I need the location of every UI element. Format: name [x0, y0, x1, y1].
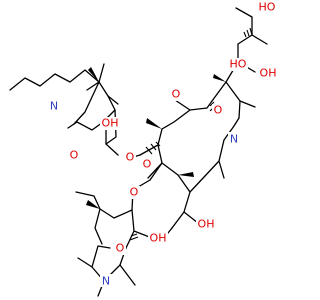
- atom-label-dimethylamino-n: N: [102, 275, 110, 288]
- hash-bond: [145, 141, 161, 155]
- bond-layer: [9, 7, 268, 297]
- atom-label-oh-sugar2: OH: [150, 232, 167, 245]
- atom-label-sugar1-link-o: O: [143, 158, 152, 171]
- bond: [235, 7, 268, 45]
- wedge-bond: [213, 74, 226, 82]
- atom-label-oh-mid: OH: [102, 117, 119, 130]
- atom-label-sugar2-link-o: O: [130, 186, 139, 199]
- atom-label-oh-low: OH: [198, 218, 215, 231]
- bond: [75, 191, 133, 219]
- bond: [94, 208, 103, 245]
- atom-label-side-n: N: [50, 100, 58, 113]
- bond: [119, 209, 135, 266]
- atom-label-sugar1-ring-o: O: [126, 151, 135, 164]
- atom-label-lactone-o: O: [214, 104, 223, 117]
- bond: [9, 69, 100, 91]
- bond: [189, 175, 206, 193]
- molecule-diagram: OH HO HO O O N N O O OH O O OH O OH N: [9, 0, 278, 297]
- wedge-bond: [86, 200, 100, 209]
- atom-label-ho-top-3: HO: [230, 58, 247, 71]
- atom-label-sugar2-ring-o: O: [116, 242, 125, 255]
- bond: [119, 264, 136, 286]
- atom-label-methoxy-o: O: [70, 149, 79, 162]
- hash-bond: [129, 233, 139, 241]
- bond: [107, 95, 119, 105]
- atom-label-oh-top-1: OH: [260, 67, 277, 80]
- atom-label-ring-n: N: [230, 133, 238, 146]
- stereo-layer: [86, 27, 253, 241]
- bond: [239, 100, 256, 108]
- bond: [157, 144, 179, 176]
- bond: [161, 109, 191, 130]
- bond: [98, 63, 105, 83]
- bond: [171, 174, 191, 229]
- bond: [147, 162, 163, 179]
- bond: [223, 117, 240, 141]
- bond: [237, 34, 253, 63]
- bond: [218, 139, 225, 179]
- bond: [67, 119, 107, 131]
- wedge-bond: [88, 67, 99, 82]
- wedge-bond: [178, 172, 194, 177]
- atom-label-carbonyl-o: O: [172, 88, 181, 101]
- atom-label-layer: OH HO HO O O N N O O OH O O OH O OH N: [48, 0, 278, 288]
- bond: [73, 81, 100, 125]
- bond: [77, 257, 93, 268]
- bond: [225, 81, 241, 119]
- hash-bond: [243, 27, 253, 38]
- atom-label-ho-top-2: HO: [259, 1, 276, 14]
- wedge-bond: [146, 118, 162, 129]
- bond: [174, 99, 213, 111]
- bond: [183, 211, 199, 224]
- bond: [204, 160, 220, 177]
